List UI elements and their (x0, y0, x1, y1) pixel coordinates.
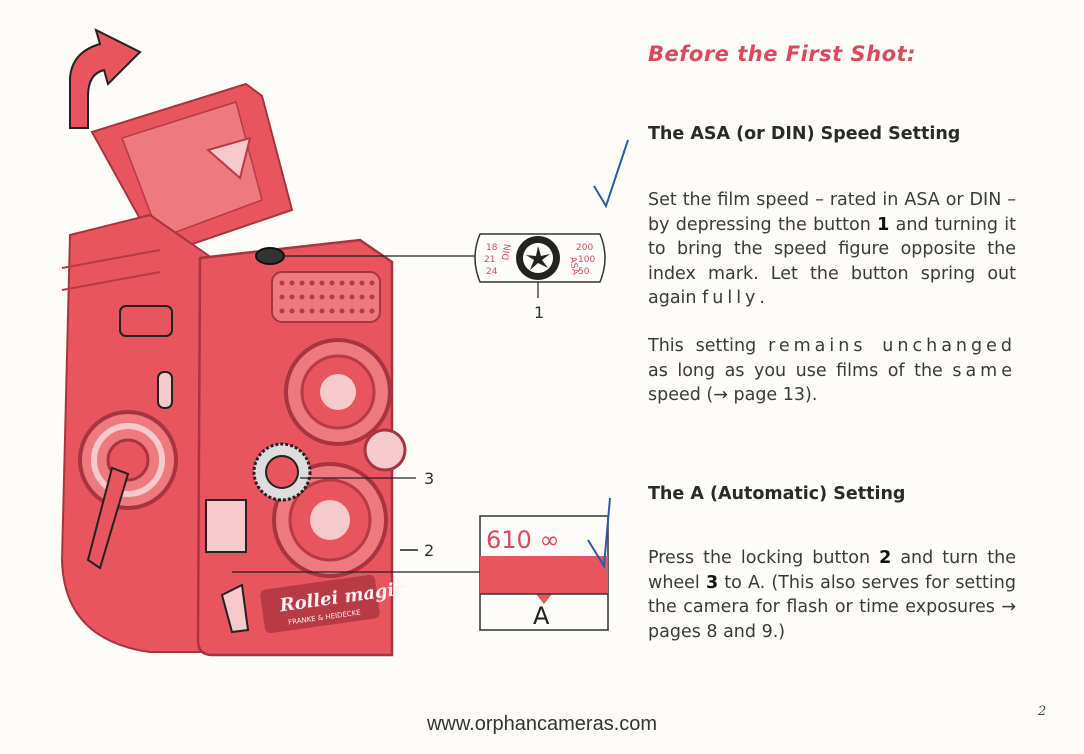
asa-paragraph-2: This setting remains unchanged as long a… (648, 336, 1016, 405)
svg-text:A: A (533, 602, 550, 630)
speed-button (255, 247, 285, 265)
speed-dial-inset: 18 21 24 DIN 200 100 50 ASA (474, 233, 606, 283)
svg-text:ASA: ASA (567, 256, 580, 276)
flash-knob (363, 428, 407, 472)
wheel-scale-inset: 610 ∞ A (479, 515, 609, 631)
page-heading: Before the First Shot: (648, 42, 916, 66)
svg-text:50: 50 (578, 267, 590, 277)
svg-text:610 ∞: 610 ∞ (486, 526, 559, 554)
svg-text:21: 21 (484, 255, 495, 265)
section-title-asa: The ASA (or DIN) Speed Setting (648, 124, 961, 144)
page-number: 2 (1038, 704, 1047, 719)
automatic-paragraph: Press the locking button 2 and turn the … (648, 548, 1017, 642)
callout-2: 2 (424, 541, 434, 560)
footer-url: www.orphancameras.com (426, 713, 658, 735)
callout-1: 1 (534, 303, 544, 322)
svg-text:DIN: DIN (501, 243, 514, 261)
svg-text:100: 100 (578, 255, 595, 265)
svg-text:24: 24 (486, 267, 498, 277)
section-title-automatic: The A (Automatic) Setting (648, 484, 906, 504)
check-mark-icon (587, 497, 611, 570)
check-mark-icon (593, 139, 629, 209)
svg-text:18: 18 (486, 243, 498, 253)
svg-text:200: 200 (576, 243, 593, 253)
crank-handle (86, 466, 130, 570)
hood-logo (205, 136, 252, 180)
open-hood-arrow-icon (69, 28, 142, 129)
asa-paragraph-1: Set the film speed – rated in ASA or DIN… (648, 190, 1016, 308)
callout-3: 3 (424, 469, 434, 488)
camera-illustration: Rollei magic FRANKE & HEIDECKE 1 3 2 18 … (60, 28, 629, 657)
